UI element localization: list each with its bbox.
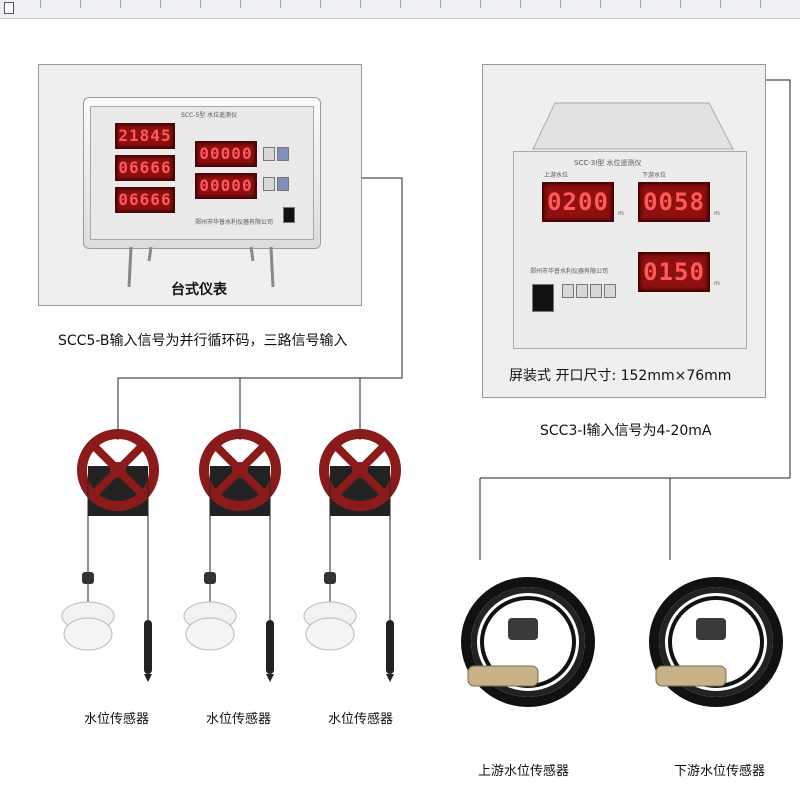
desktop-meter-body: SCC-5型 水位遥测仪 21845 06666 06666 00000 000…	[83, 97, 321, 249]
desktop-meter-legs	[127, 246, 275, 288]
ruler-tick	[480, 0, 481, 8]
downstream-sensor-label: 下游水位传感器	[674, 764, 766, 779]
panel-key-4[interactable]	[604, 284, 616, 298]
desktop-down-button[interactable]	[263, 177, 275, 191]
difference-unit: m	[714, 280, 720, 287]
panel-note: SCC3-I输入信号为4-20mA	[540, 423, 712, 439]
ruler-tick	[680, 0, 681, 8]
panel-key-3[interactable]	[590, 284, 602, 298]
panel-key-2[interactable]	[576, 284, 588, 298]
panel-meter-face: SCC-3I型 水位遥测仪 上游水位 下游水位 0200 m 0058 m 01…	[513, 151, 747, 349]
panel-upper-label: 上游水位	[544, 172, 569, 179]
desktop-readout-2: 06666	[115, 155, 175, 181]
ruler-tick	[200, 0, 201, 8]
ruler-tick	[440, 0, 441, 8]
desktop-note: SCC5-B输入信号为并行循环码，三路信号输入	[58, 333, 348, 349]
desktop-enter-button[interactable]	[277, 177, 289, 191]
ruler-tick	[320, 0, 321, 8]
desktop-readout-1: 21845	[115, 123, 175, 149]
upper-readout: 0200	[542, 182, 614, 222]
panel-meter-caption: 屏装式 开口尺寸: 152mm×76mm	[509, 368, 732, 384]
ruler-tick	[240, 0, 241, 8]
lower-unit: m	[714, 210, 720, 217]
panel-lower-label: 下游水位	[642, 172, 667, 179]
upper-unit: m	[618, 210, 624, 217]
desktop-set-button[interactable]	[277, 147, 289, 161]
difference-readout: 0150	[638, 252, 710, 292]
desktop-readout-3: 06666	[115, 187, 175, 213]
downstream-pressure-sensor	[654, 582, 778, 702]
float-sensor-label-3: 水位传感器	[328, 712, 394, 727]
ruler-tick	[520, 0, 521, 8]
ruler-tick	[120, 0, 121, 8]
ruler-tick	[400, 0, 401, 8]
desktop-meter-panel: SCC-5型 水位遥测仪 21845 06666 06666 00000 000…	[38, 64, 362, 306]
panel-power-switch[interactable]	[532, 284, 554, 312]
panel-key-1[interactable]	[562, 284, 574, 298]
desktop-up-button[interactable]	[263, 147, 275, 161]
ruler-tick	[360, 0, 361, 8]
ruler-tick	[720, 0, 721, 8]
panel-meter-panel: SCC-3I型 水位遥测仪 上游水位 下游水位 0200 m 0058 m 01…	[482, 64, 766, 398]
corner-marker	[4, 2, 14, 14]
panel-meter-footer: 郑州市华普水利仪器有限公司	[530, 268, 609, 275]
ruler-tick	[160, 0, 161, 8]
ruler-tick	[560, 0, 561, 8]
float-sensor-label-2: 水位传感器	[206, 712, 272, 727]
ruler-tick	[640, 0, 641, 8]
top-ruler	[0, 0, 800, 19]
desktop-meter-face: SCC-5型 水位遥测仪 21845 06666 06666 00000 000…	[90, 106, 314, 240]
desktop-model-label: SCC-5型 水位遥测仪	[181, 112, 238, 119]
ruler-tick	[40, 0, 41, 8]
panel-model-label: SCC-3I型 水位遥测仪	[574, 159, 642, 167]
lower-readout: 0058	[638, 182, 710, 222]
float-sensor-label-1: 水位传感器	[84, 712, 150, 727]
desktop-readout-4: 00000	[195, 141, 257, 167]
ruler-tick	[280, 0, 281, 8]
upstream-sensor-label: 上游水位传感器	[478, 764, 570, 779]
desktop-meter-footer: 郑州市华普水利仪器有限公司	[195, 219, 274, 226]
ruler-tick	[600, 0, 601, 8]
ruler-tick	[80, 0, 81, 8]
panel-meter-top	[532, 102, 734, 150]
wire-desktop-right	[117, 177, 403, 440]
desktop-power-switch[interactable]	[283, 207, 295, 223]
ruler-tick	[760, 0, 761, 8]
desktop-readout-5: 00000	[195, 173, 257, 199]
desktop-meter-caption: 台式仪表	[171, 282, 227, 298]
upstream-pressure-sensor	[466, 582, 590, 702]
